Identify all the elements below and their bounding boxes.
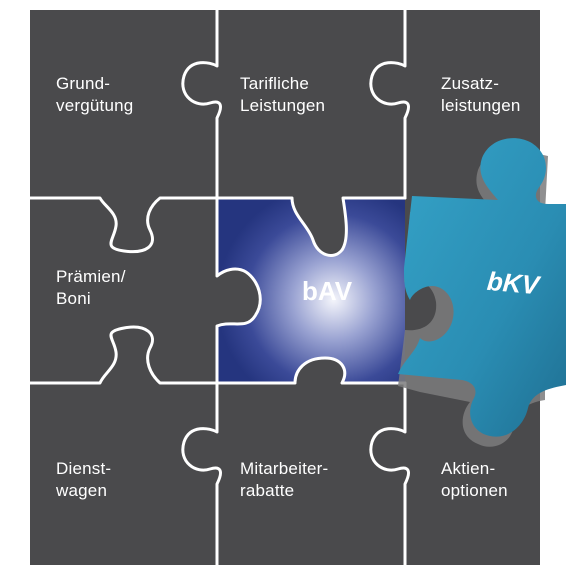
bkv-label: bKV xyxy=(485,265,541,301)
bav-piece xyxy=(217,198,405,383)
bkv-piece xyxy=(398,138,566,437)
piece-label-zusatzleistungen: Zusatz- leistungen xyxy=(441,74,521,115)
puzzle-seams xyxy=(28,8,410,565)
piece-label-aktienoptionen: Aktien- optionen xyxy=(441,459,508,500)
piece-label-grundverguetung: Grund- vergütung xyxy=(56,74,134,115)
piece-label-tarifliche-leistungen: Tarifliche Leistungen xyxy=(240,74,326,115)
piece-label-dienstwagen: Dienst- wagen xyxy=(56,459,112,500)
bav-label: bAV xyxy=(302,276,353,306)
piece-label-praemien-boni: Prämien/ Boni xyxy=(56,267,126,308)
piece-label-mitarbeiterrabatte: Mitarbeiter- rabatte xyxy=(240,459,329,500)
